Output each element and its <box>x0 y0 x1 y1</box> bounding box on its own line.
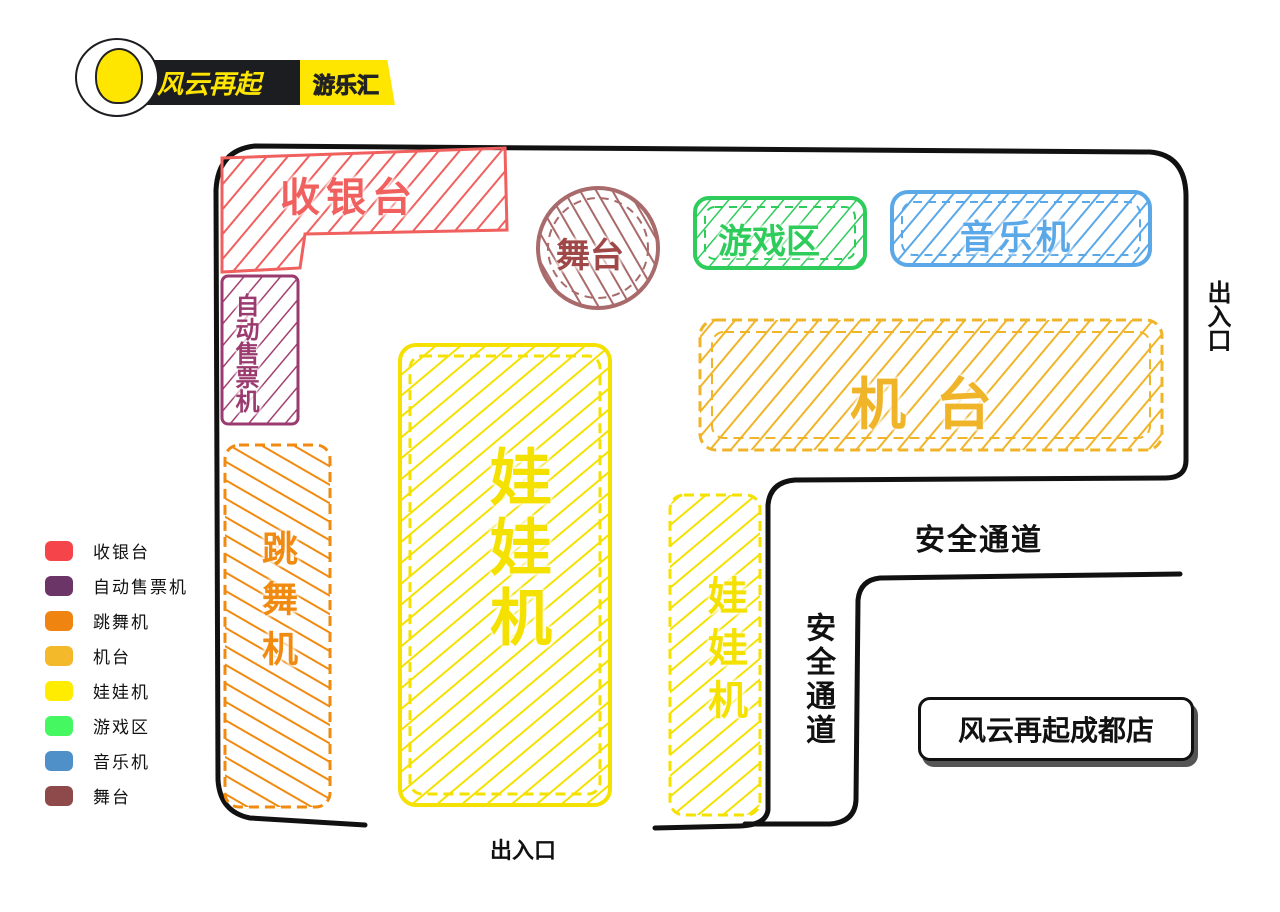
zone-claw-big <box>398 343 612 807</box>
exit-right: 出入口 <box>1203 280 1231 352</box>
logo-brand: 风云再起 <box>157 70 262 100</box>
exit-bottom: 出入口 <box>490 839 557 864</box>
label-dance: 跳舞机 <box>256 530 297 680</box>
legend-label: 机台 <box>93 648 131 668</box>
swatch-icon <box>45 750 73 771</box>
safety-passage-vertical: 安全通道 <box>800 612 835 748</box>
legend-label: 舞台 <box>93 788 131 808</box>
zone-cashier <box>220 146 509 274</box>
legend-item: 机台 <box>45 638 188 673</box>
swatch-icon <box>45 715 73 736</box>
swatch-icon <box>45 540 73 561</box>
label-claw-small: 娃娃机 <box>701 575 747 731</box>
label-vending: 自动售票机 <box>231 292 259 413</box>
safety-passage-horizontal: 安全通道 <box>915 523 1043 558</box>
legend-label: 音乐机 <box>93 753 150 773</box>
zone-claw-small <box>668 493 762 817</box>
zone-stage <box>536 186 660 310</box>
swatch-icon <box>45 785 73 806</box>
legend-item: 娃娃机 <box>45 673 188 708</box>
zone-dance <box>223 443 332 809</box>
mascot-icon <box>75 38 159 117</box>
label-claw-big: 娃娃机 <box>479 445 552 655</box>
legend-item: 跳舞机 <box>45 603 188 638</box>
legend-label: 游戏区 <box>93 718 150 738</box>
zone-game <box>693 196 867 270</box>
legend-item: 收银台 <box>45 533 188 568</box>
swatch-icon <box>45 575 73 596</box>
legend-item: 音乐机 <box>45 743 188 778</box>
legend-label: 收银台 <box>93 543 150 563</box>
label-machines: 机台 <box>850 373 1022 438</box>
swatch-icon <box>45 610 73 631</box>
zone-music <box>890 190 1152 267</box>
legend-label: 娃娃机 <box>93 683 150 703</box>
label-music: 音乐机 <box>960 218 1074 258</box>
label-stage: 舞台 <box>556 236 624 276</box>
logo: 风云再起 游乐汇 <box>75 38 405 117</box>
legend-item: 游戏区 <box>45 708 188 743</box>
legend-label: 跳舞机 <box>93 613 150 633</box>
legend-label: 自动售票机 <box>93 578 188 598</box>
zone-machines <box>698 318 1164 452</box>
swatch-icon <box>45 680 73 701</box>
store-name-badge: 风云再起成都店 <box>918 697 1194 761</box>
legend: 收银台 自动售票机 跳舞机 机台 娃娃机 游戏区 音乐机 舞台 <box>45 533 188 813</box>
label-cashier: 收银台 <box>280 175 418 221</box>
zone-vending <box>220 274 300 426</box>
legend-item: 自动售票机 <box>45 568 188 603</box>
corridor-wall <box>742 571 1183 827</box>
legend-item: 舞台 <box>45 778 188 813</box>
outer-wall <box>213 143 1189 831</box>
label-game: 游戏区 <box>718 222 820 262</box>
logo-sub: 游乐汇 <box>312 74 380 100</box>
swatch-icon <box>45 645 73 666</box>
